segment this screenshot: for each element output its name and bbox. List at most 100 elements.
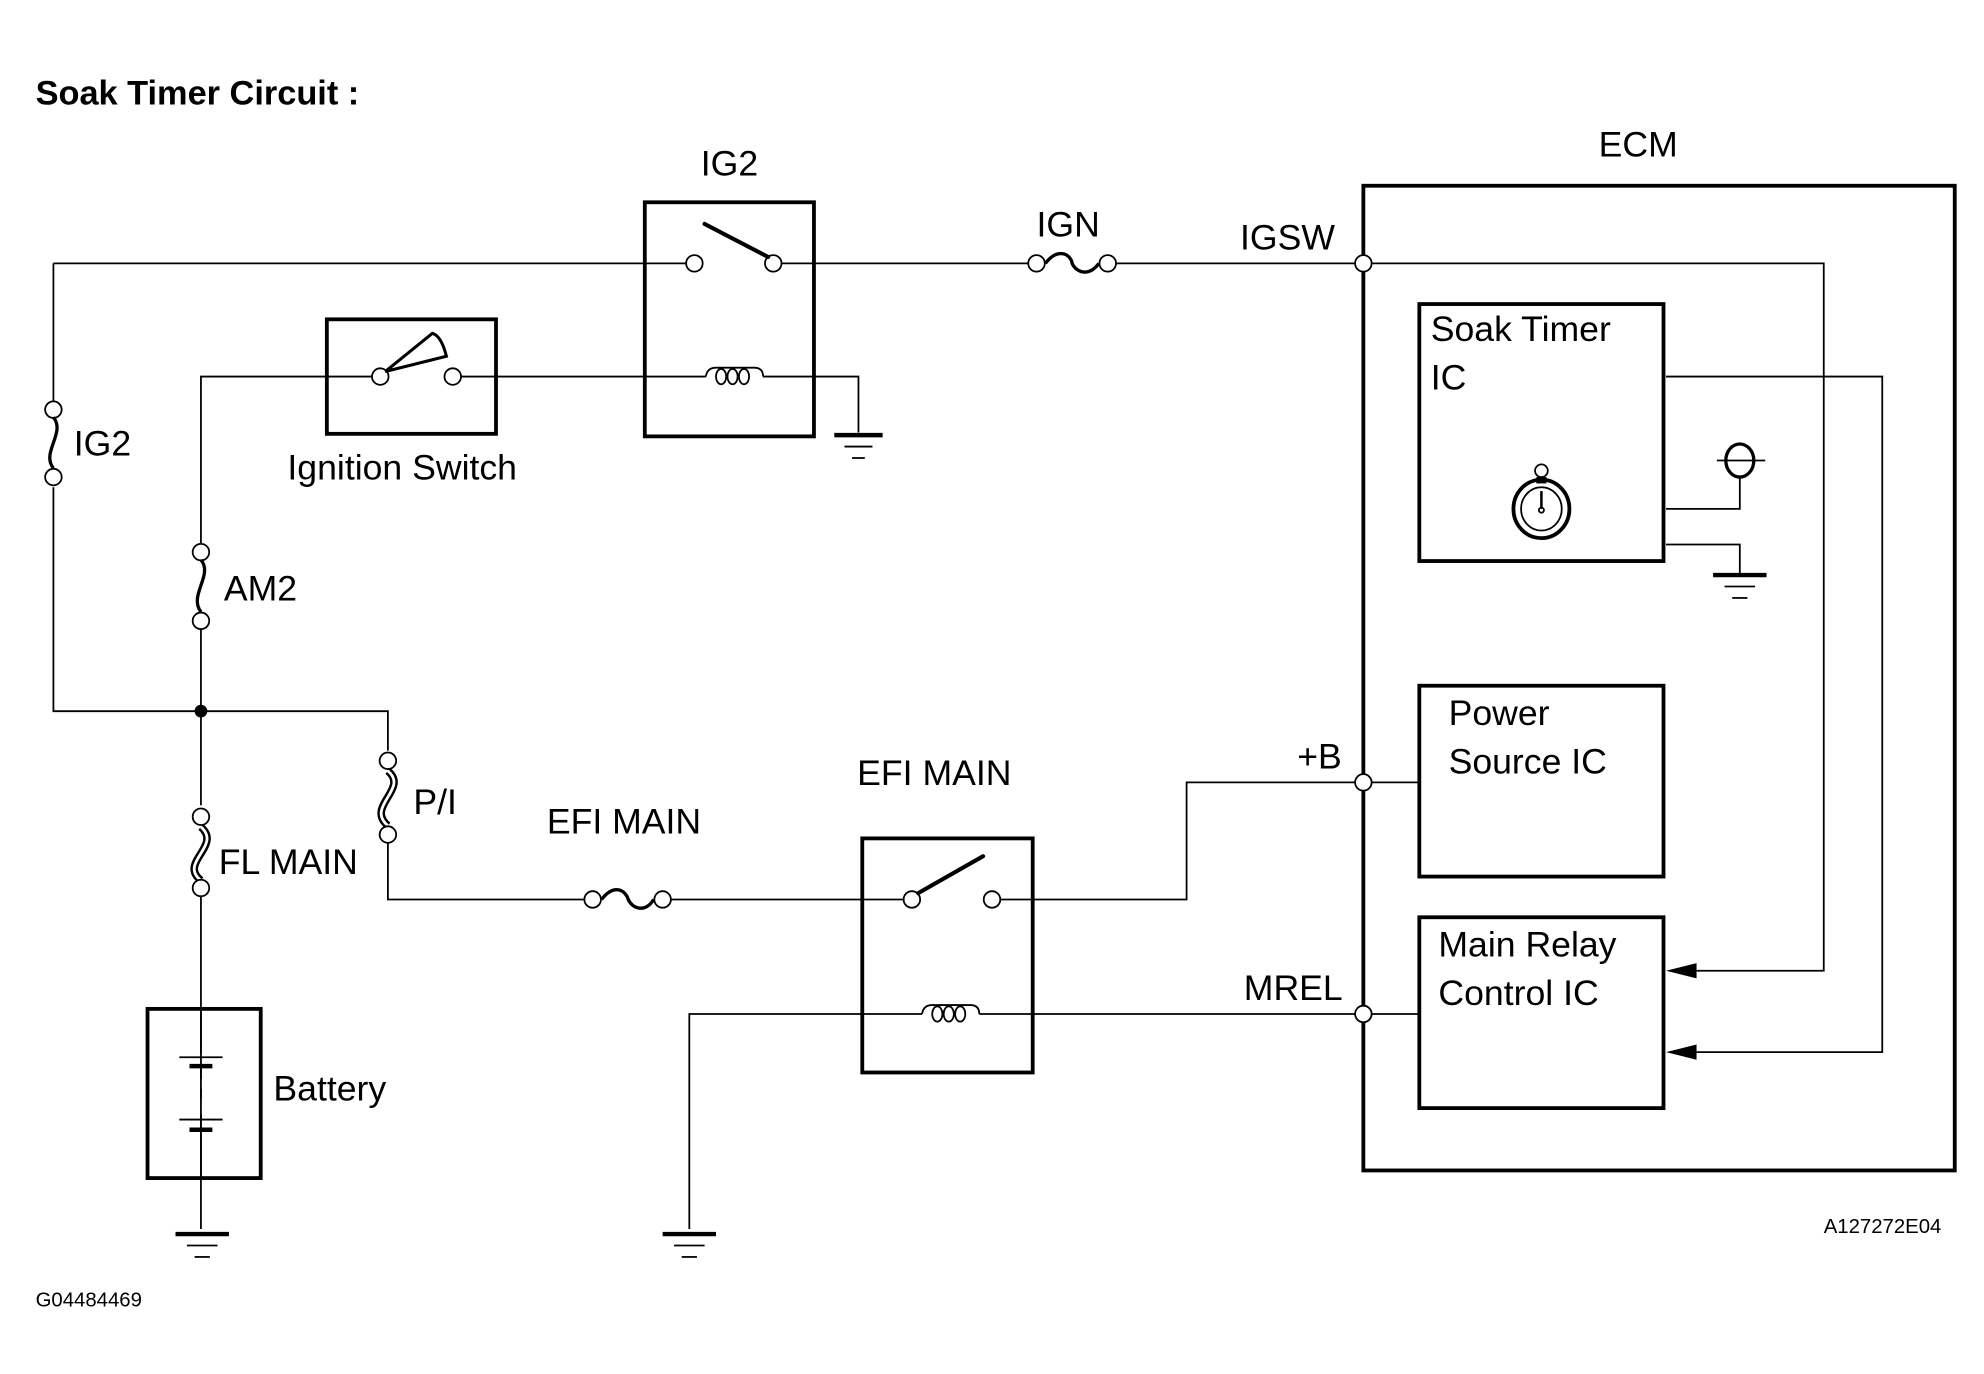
am2-fuse: AM2 — [191, 542, 297, 631]
terminal — [653, 890, 672, 909]
terminal — [982, 890, 1002, 909]
ignition-switch-label: Ignition Switch — [287, 448, 517, 488]
main-relay-control-ic-label: Main Relay — [1438, 925, 1616, 965]
mrel-terminal-label: MREL — [1244, 968, 1343, 1008]
terminal — [371, 367, 390, 386]
terminal — [1098, 254, 1117, 273]
igsw-terminal — [1354, 254, 1373, 273]
pi-label: P/I — [413, 782, 457, 822]
plus-b-terminal-label: +B — [1297, 736, 1342, 776]
terminal — [443, 367, 462, 386]
coil-top — [921, 1004, 981, 1015]
relay-coil-icon — [704, 366, 764, 386]
terminal — [902, 890, 922, 909]
terminal — [191, 807, 211, 826]
fuse-element — [195, 558, 207, 613]
ground-icon — [1713, 572, 1767, 599]
terminal — [378, 825, 398, 844]
junction-dot — [194, 704, 208, 718]
power-source-ic-box — [1417, 683, 1666, 879]
battery-label: Battery — [273, 1068, 386, 1108]
coil-loop — [931, 1005, 944, 1023]
arrow-icon — [1666, 963, 1697, 979]
terminal — [764, 254, 783, 273]
wire-soak-timer-to-main-relay — [1666, 375, 1884, 1054]
wire-pi-to-efi-fuse — [387, 840, 586, 901]
terminal — [583, 890, 602, 909]
am2-fuse-label: AM2 — [224, 568, 297, 608]
efi-main-relay: EFI MAIN — [857, 753, 1035, 1075]
ig2-relay-box — [642, 200, 816, 439]
wire-junction-to-pi — [200, 710, 389, 751]
soak-timer-ic-box — [1417, 302, 1666, 563]
main-relay-control-ic-box — [1417, 915, 1666, 1111]
terminal — [1027, 254, 1046, 273]
main-relay-control-ic: Main Relay Control IC — [1417, 915, 1697, 1111]
ground-icon — [662, 1231, 717, 1258]
stopwatch-case — [1511, 477, 1572, 541]
relay-switch-contact — [916, 854, 986, 896]
terminal — [191, 878, 211, 898]
coil-top — [704, 366, 764, 377]
power-source-ic-label: Power — [1449, 693, 1550, 733]
wire-am2-to-ignsw — [200, 375, 373, 548]
ig2-fuse-label: IG2 — [74, 423, 131, 463]
ignition-switch: Ignition Switch — [287, 317, 517, 488]
wire-ground-to-coil — [688, 1013, 923, 1229]
igsw-terminal-label: IGSW — [1240, 217, 1335, 257]
relay-switch-contact — [702, 221, 771, 260]
wire-relay-to-plus-b — [999, 781, 1356, 901]
fl-main-fusible-link: FL MAIN — [190, 807, 358, 898]
figure-id-left: G04484469 — [36, 1290, 142, 1312]
efi-main-relay-label: EFI MAIN — [857, 753, 1011, 793]
ignition-switch-box — [324, 317, 498, 436]
figure-id-right: A127272E04 — [1824, 1216, 1942, 1238]
coil-loop — [726, 368, 739, 386]
efi-main-fuse: EFI MAIN — [547, 801, 701, 910]
ign-fuse-label: IGN — [1037, 205, 1100, 245]
ecm-label: ECM — [1599, 124, 1678, 164]
stopwatch-face — [1520, 486, 1563, 532]
battery-box — [145, 1006, 263, 1180]
wire-soak-timer-to-ground — [1666, 543, 1741, 576]
ig2-relay-label: IG2 — [701, 144, 758, 184]
fuse-element — [1044, 252, 1101, 274]
terminal — [44, 467, 63, 487]
fl-main-label: FL MAIN — [219, 842, 358, 882]
stopwatch-pivot — [1537, 506, 1545, 514]
relay-coil-icon — [921, 1004, 981, 1023]
ecm-box — [1361, 183, 1957, 1173]
soak-timer-ic-label: IC — [1431, 357, 1467, 397]
coil-loop — [715, 368, 728, 386]
plus-b-terminal — [1354, 773, 1373, 792]
terminal — [378, 751, 398, 770]
terminal — [191, 611, 211, 631]
diagram-title: Soak Timer Circuit : — [36, 74, 360, 112]
battery: Battery — [145, 1006, 386, 1180]
ign-fuse: IGN — [1027, 205, 1117, 274]
wire-soak-timer-to-battery-backup — [1666, 473, 1741, 510]
terminal — [44, 400, 63, 419]
terminal — [685, 254, 704, 273]
mrel-terminal — [1354, 1004, 1373, 1024]
wire-coil-to-ground — [763, 375, 860, 433]
ignition-key-icon — [384, 331, 449, 373]
wire-ig2-left-lower — [52, 487, 201, 713]
wires — [52, 262, 1884, 1229]
power-source-ic: Power Source IC — [1417, 683, 1666, 879]
ecm: ECM IGSW +B MREL Soak Timer IC — [1240, 124, 1957, 1173]
ig2-fuse: IG2 — [44, 400, 131, 487]
soak-timer-ic: Soak Timer IC — [1417, 302, 1666, 563]
fuse-element — [600, 888, 656, 910]
coil-loop — [738, 368, 750, 386]
fusible-link-core — [379, 769, 396, 827]
stopwatch-crown — [1534, 463, 1549, 478]
ground-icon — [834, 432, 883, 459]
efi-main-fuse-label: EFI MAIN — [547, 801, 701, 841]
ground-icon — [175, 1231, 229, 1258]
terminal — [191, 542, 211, 562]
arrow-icon — [1666, 1044, 1697, 1060]
stopwatch-icon — [1511, 463, 1572, 541]
fusible-link-core — [192, 825, 209, 882]
efi-main-relay-box — [860, 836, 1035, 1075]
